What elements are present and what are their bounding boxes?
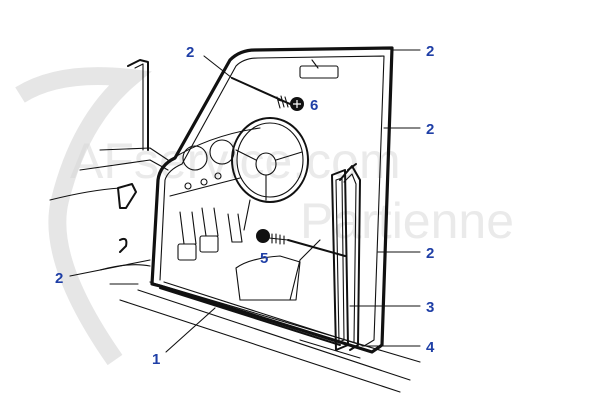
gauge-left xyxy=(182,145,208,171)
steering-column xyxy=(243,199,251,231)
pedal-brake-arm xyxy=(201,207,219,237)
seal-top-cap xyxy=(347,163,357,171)
watermark-swoosh xyxy=(15,67,152,366)
callout-4: 4 xyxy=(426,339,435,356)
dash-top-line xyxy=(99,147,169,161)
leader-2-left xyxy=(69,259,151,277)
interior-panel-line xyxy=(49,187,121,201)
sill-line-1 xyxy=(137,289,411,381)
dash-knob-3 xyxy=(214,172,222,180)
sill-line-2 xyxy=(119,299,401,393)
callout-labels: 2 2 2 2 2 6 5 3 4 1 xyxy=(55,43,435,368)
dash-knob-2 xyxy=(200,178,208,186)
dash-lower-edge xyxy=(169,177,241,197)
b-pillar-seals xyxy=(331,163,361,351)
leader-2-top-left xyxy=(203,55,233,79)
seat xyxy=(235,239,321,301)
callout-2-left: 2 xyxy=(55,270,63,287)
sill-line-4 xyxy=(299,339,361,359)
pedals xyxy=(177,207,243,261)
callout-6: 6 xyxy=(310,97,318,114)
a-pillar-outer xyxy=(127,59,149,151)
seat-cushion xyxy=(235,255,301,301)
leader-6-arrow xyxy=(231,77,291,105)
leader-lines xyxy=(69,49,421,353)
seal-part-3 xyxy=(331,169,349,351)
watermark-line-2: Partienne xyxy=(300,193,514,249)
screw-5-thread xyxy=(271,233,285,245)
door-lever xyxy=(119,237,128,253)
seal-inner xyxy=(159,55,385,347)
a-pillar-inner xyxy=(134,63,144,151)
gauge-right xyxy=(209,139,235,165)
pull-handle xyxy=(117,183,137,209)
pedal-clutch-pad xyxy=(177,243,197,261)
screw-5 xyxy=(256,229,289,245)
lower-seal-strip xyxy=(159,287,341,346)
seal-outer xyxy=(150,46,394,354)
mirror-stem xyxy=(311,59,319,69)
wheel-rim xyxy=(231,117,309,203)
callout-2-right-upper: 2 xyxy=(426,121,434,138)
leader-5-arrow xyxy=(287,239,346,257)
dash-curve xyxy=(169,127,261,161)
callout-1: 1 xyxy=(152,351,160,368)
dashboard xyxy=(169,127,261,197)
rear-view-mirror xyxy=(299,59,339,79)
seal-part-4-inner xyxy=(343,173,357,343)
callout-2-top-left: 2 xyxy=(186,44,194,61)
callout-5: 5 xyxy=(260,250,268,267)
pedal-brake-pad xyxy=(199,235,219,253)
screw-5-head xyxy=(256,229,270,243)
seat-back-edge xyxy=(289,239,321,301)
leader-1 xyxy=(165,307,216,353)
wheel-spokes xyxy=(235,149,303,201)
door-frame-seal xyxy=(150,46,394,354)
screw-6-cross xyxy=(293,100,301,108)
mirror-body xyxy=(299,65,339,79)
callout-2-top-right: 2 xyxy=(426,43,434,60)
wheel-rim-inner xyxy=(236,122,304,198)
pedal-clutch-arm xyxy=(179,211,197,245)
steering-wheel xyxy=(231,117,309,231)
callout-3: 3 xyxy=(426,299,434,316)
pedal-gas-arm xyxy=(227,213,243,243)
callout-2-right-lower: 2 xyxy=(426,245,434,262)
dash-knob-1 xyxy=(184,182,192,190)
